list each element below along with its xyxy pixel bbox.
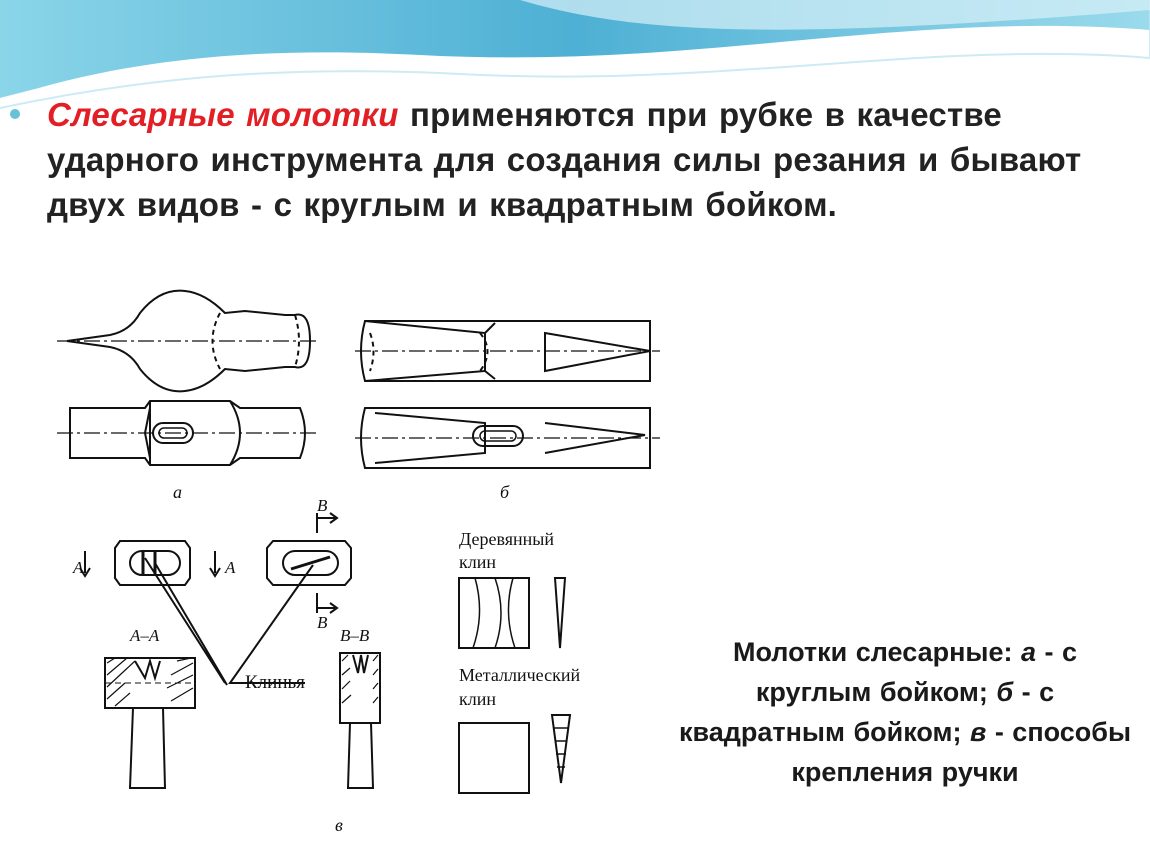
section-label-v-bottom: В — [317, 613, 328, 632]
heading-text: применяются при рубке в качестве ударног… — [47, 96, 1082, 223]
caption-letter-a: а — [1020, 637, 1036, 667]
section-label-vv: В–В — [340, 626, 370, 645]
hammer-round-side-view — [57, 400, 320, 466]
bullet-icon — [10, 109, 20, 119]
wedge-sections — [79, 512, 572, 794]
figure-caption: Молотки слесарные: а - с круглым бойком;… — [675, 632, 1135, 792]
wood-wedge-label-2: клин — [459, 552, 496, 572]
metal-wedge-label-1: Металлический — [459, 665, 580, 685]
caption-letter-v: в — [970, 717, 987, 747]
hammer-round-top-view — [57, 289, 320, 393]
section-label-a-left: А — [72, 558, 84, 577]
figure-label-a: а — [173, 482, 182, 502]
figure-label-b: б — [500, 482, 510, 502]
caption-letter-b: б — [996, 677, 1014, 707]
caption-text: - с квадратным бойком; — [678, 677, 1055, 747]
section-label-aa: А–А — [129, 626, 160, 645]
figure-label-v: в — [335, 815, 343, 835]
caption-text: - с круглым бойком; — [755, 637, 1077, 707]
caption-text: - способы крепления ручки — [791, 717, 1132, 787]
hammer-technical-drawing: а б в А А В В А–А В–В Клинья Деревянный … — [57, 289, 660, 835]
hammer-square-top-view — [355, 320, 660, 382]
wedges-label: Клинья — [245, 672, 305, 693]
section-label-v-top: В — [317, 496, 328, 515]
metal-wedge-label-2: клин — [459, 689, 496, 709]
heading-highlight: Слесарные молотки — [47, 96, 399, 133]
slide-heading: Слесарные молотки применяются при рубке … — [47, 92, 1137, 227]
header-wave-decoration — [0, 0, 1150, 109]
caption-text: Молотки слесарные: — [732, 637, 1021, 667]
section-label-a-right: А — [224, 558, 236, 577]
wood-wedge-label-1: Деревянный — [459, 529, 554, 549]
hammer-square-side-view — [355, 407, 660, 469]
